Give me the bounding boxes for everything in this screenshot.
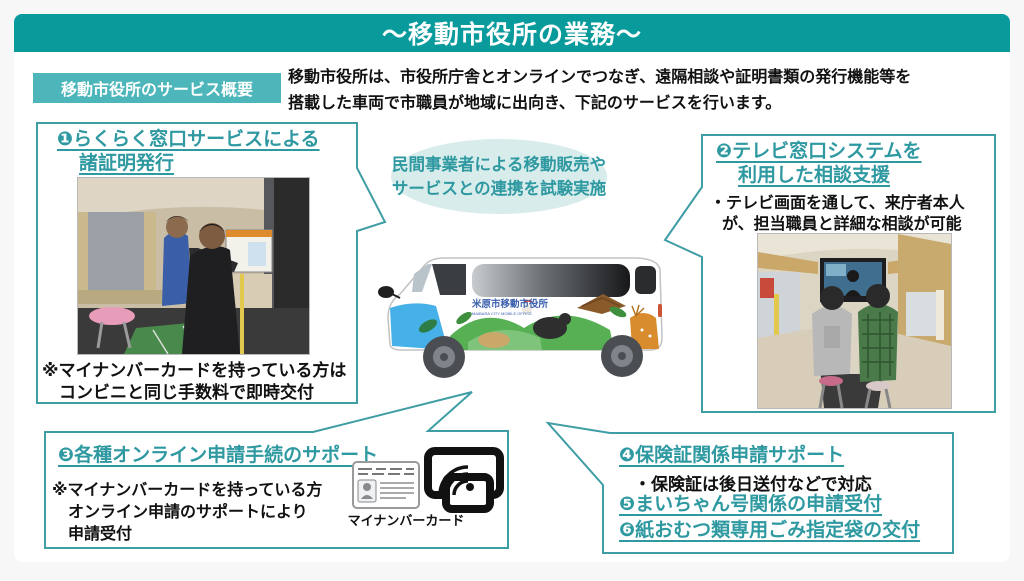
van-label-en: MAIBARA CITY MOBILE OFFICE — [472, 311, 532, 316]
van-rear-window — [635, 266, 656, 294]
service1-title-line1: ❶らくらく窓口サービスによる — [57, 129, 320, 150]
van-door-window — [432, 264, 466, 295]
van-art-rooster — [522, 304, 532, 314]
van-art-bear — [533, 317, 567, 339]
mobile-city-hall-van: 米原市移動市役所 MAIBARA CITY MOBILE OFFICE — [372, 246, 684, 386]
van-side-mirror — [378, 286, 394, 298]
photo-van-interior-counter — [77, 177, 310, 355]
mynumber-card-caption: マイナンバーカード — [347, 513, 465, 528]
bubble-line1: 民間事業者による移動販売や — [391, 155, 606, 174]
service1-title-line2: 諸証明発行 — [79, 153, 175, 174]
service2-title-line2: 利用した相談支援 — [738, 165, 891, 186]
callout-box4-outline — [545, 421, 954, 554]
service4-item1: ❹保険証関係申請サポート — [619, 445, 845, 466]
service3-note-line2: オンライン申請のサポートにより — [68, 504, 308, 521]
nfc-reader-icon — [420, 447, 506, 513]
service2-title-line1: ❷テレビ窓口システムを — [716, 141, 922, 162]
service2-desc-line2: が、担当職員と詳細な相談が可能 — [722, 216, 962, 233]
title-banner: ～移動市役所の業務～ — [14, 14, 1010, 52]
overview-line1: 移動市役所は、市役所庁舎とオンラインでつなぎ、遠隔相談や証明書類の発行機能等を — [288, 69, 912, 86]
service4-item3: ❻紙おむつ類専用ごみ指定袋の交付 — [619, 520, 921, 541]
service1-note-line2: コンビニと同じ手数料で即時交付 — [59, 383, 314, 402]
service1-note-line1: ※マイナンバーカードを持っている方は — [42, 361, 347, 380]
van-art-blue — [390, 303, 448, 350]
service4-item2: ❺まいちゃん号関係の申請受付 — [619, 494, 883, 515]
overview-paragraph: 移動市役所は、市役所庁舎とオンラインでつなぎ、遠隔相談や証明書類の発行機能等を … — [288, 65, 1003, 117]
photo-tv-consultation — [757, 233, 952, 409]
overview-line2: 搭載した車両で市職員が地域に出向き、下記のサービスを行います。 — [288, 95, 782, 112]
van-art-deer — [630, 313, 659, 349]
trial-note-bubble: 民間事業者による移動販売や サービスとの連携を試験実施 — [391, 139, 607, 214]
service3-note-line3: 申請受付 — [68, 526, 133, 543]
van-art-capybara — [478, 332, 510, 348]
van-label-jp: 米原市移動市役所 — [471, 298, 549, 310]
van-side-windows — [472, 264, 630, 297]
mynumber-card-icon — [352, 461, 420, 509]
service3-note-line1: ※マイナンバーカードを持っている方 — [52, 482, 323, 499]
overview-label-box: 移動市役所のサービス概要 — [33, 73, 281, 103]
service2-desc-line1: ・テレビ画面を通して、来庁者本人 — [710, 195, 965, 212]
service4-item1-note: ・保険証は後日送付などで対応 — [634, 475, 872, 494]
van-windshield — [412, 264, 432, 292]
bubble-line2: サービスとの連携を試験実施 — [391, 179, 607, 198]
page-title: ～移動市役所の業務～ — [381, 21, 642, 49]
service3-title: ❸各種オンライン申請手続のサポート — [58, 445, 379, 466]
overview-label: 移動市役所のサービス概要 — [60, 82, 253, 99]
van-tail-light — [658, 304, 662, 317]
callout-box3-outline — [44, 391, 509, 549]
